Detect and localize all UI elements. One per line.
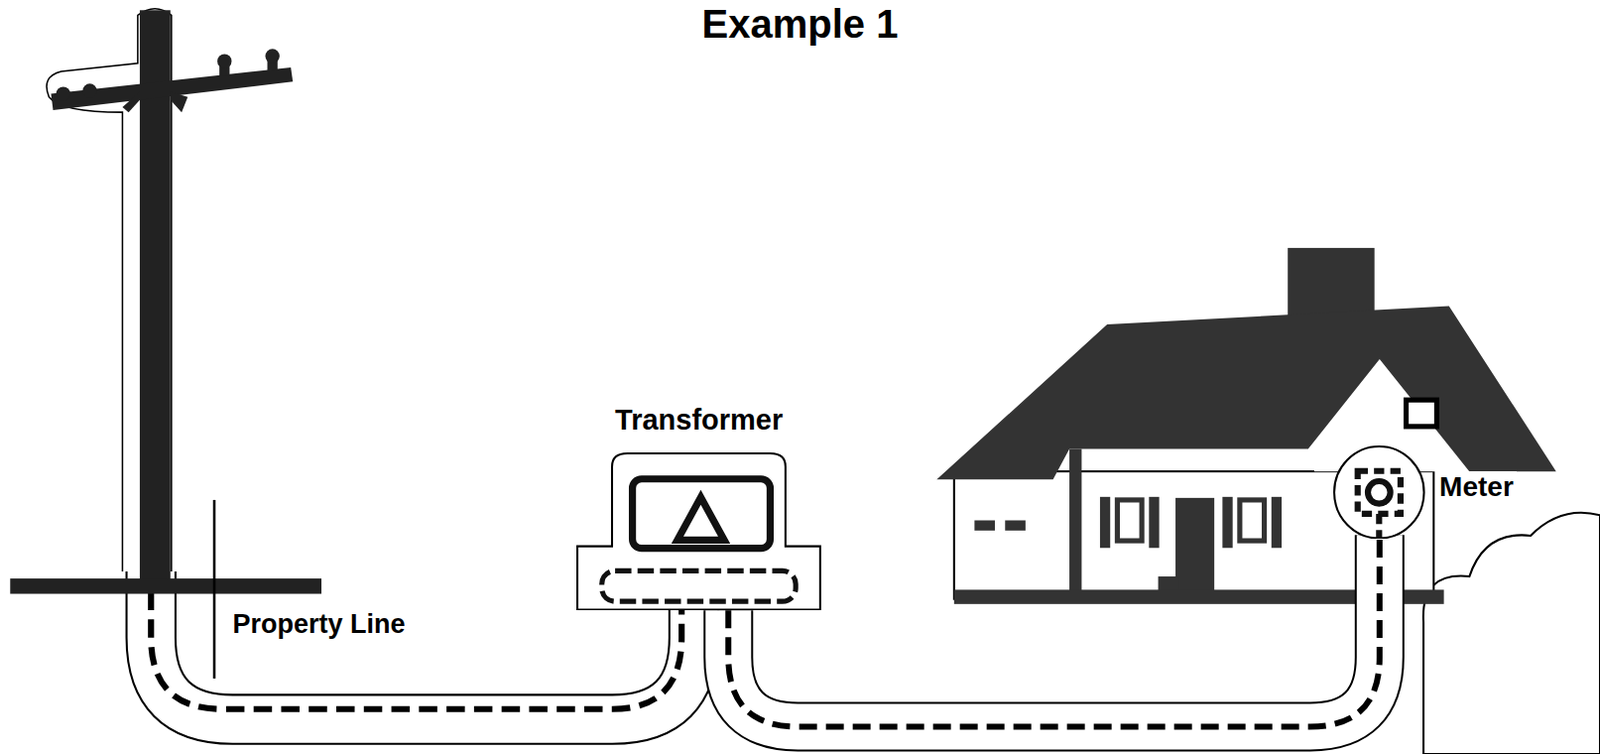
diagram-title: Example 1 [702,1,899,46]
meter-label: Meter [1439,471,1514,502]
title-holder: Example 1 [0,1,1600,47]
property-line-label: Property Line [233,609,406,639]
bush [1423,512,1600,754]
label-holder: Property Line [233,609,406,640]
house [936,247,1556,605]
cable-stroke [728,534,1380,727]
transformer-heading: Transformer [576,403,822,437]
ground-line [9,578,322,594]
cable-stroke [728,534,1380,727]
service-cable [728,534,1380,727]
meter-symbol [1332,445,1427,540]
property-line-marker [213,499,217,679]
transformer-label: Transformer [615,403,783,436]
transformer-outline [576,452,822,611]
meter-heading: Meter [1436,471,1517,503]
meter-node: Meter [1332,445,1427,540]
crossarm [50,67,293,111]
transformer-node: Transformer [576,403,822,615]
cable-stroke [728,534,1380,727]
insulators [56,48,280,113]
